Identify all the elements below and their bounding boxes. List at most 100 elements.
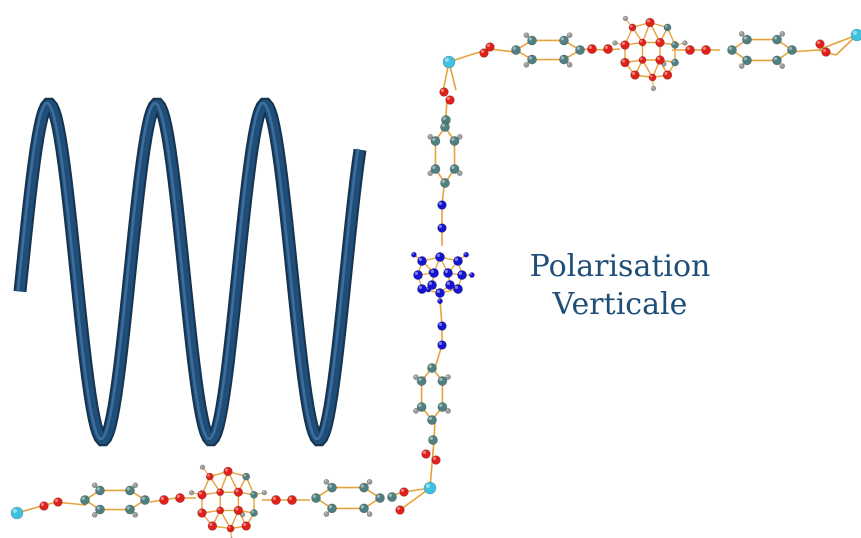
oxygen-atom (620, 40, 630, 50)
atom-shine (209, 522, 213, 527)
oxygen-atom (287, 495, 297, 505)
oxygen-atom (485, 42, 495, 52)
oxygen-atom (207, 521, 218, 531)
atom-shine (436, 289, 441, 294)
oxygen-atom (821, 47, 831, 57)
carbon-atom (95, 485, 105, 496)
carbon-atom (742, 34, 752, 45)
atom-shine (560, 56, 564, 60)
carbon-atom (527, 35, 537, 46)
atom-shine (412, 252, 414, 255)
atom-shine (728, 46, 732, 50)
atom-shine (739, 64, 742, 67)
atom-shine (438, 224, 442, 229)
carbon-atom (375, 493, 385, 503)
atom-shine (822, 48, 827, 52)
hydrogen-atom (412, 374, 419, 380)
atom-shine (324, 512, 327, 515)
atom-shine (198, 509, 203, 513)
oxygen-atom (226, 524, 235, 533)
carbon-atom (80, 495, 90, 505)
oxygen-atom (233, 487, 244, 497)
atom-shine (656, 39, 661, 43)
atom-shine (672, 59, 675, 63)
atom-shine (176, 494, 180, 499)
atom-shine (235, 507, 239, 511)
atom-shine (96, 487, 100, 491)
atom-shine (388, 493, 393, 498)
carbon-atom (440, 178, 450, 188)
nitrogen-atom (437, 298, 443, 304)
atom-shine (126, 487, 130, 491)
atom-shine (428, 281, 433, 286)
hydrogen-atom (132, 482, 139, 489)
atom-shine (567, 62, 570, 65)
nitrogen-atom (417, 256, 427, 266)
atom-shine (428, 171, 431, 174)
metal-atom (850, 28, 861, 42)
hydrogen-atom (566, 61, 573, 68)
atom-shine (438, 201, 442, 206)
carbon-atom (428, 435, 438, 445)
atom-shine (418, 257, 423, 262)
carbon-atom (416, 402, 427, 412)
atom-shine (639, 57, 643, 61)
carbon-atom (449, 164, 460, 174)
nitrogen-atom (453, 256, 463, 266)
atom-shine (743, 57, 747, 61)
metal-atom (423, 481, 437, 495)
atom-shine (458, 271, 463, 276)
nitrogen-atom (437, 321, 447, 331)
hydrogen-atom (650, 85, 657, 92)
metal-atom (10, 506, 24, 520)
bond (16, 501, 57, 514)
oxygen-atom (655, 37, 665, 48)
atom-shine (528, 37, 532, 41)
carbon-atom (140, 495, 150, 505)
atom-shine (12, 508, 17, 513)
atom-shine (228, 526, 231, 529)
atom-shine (426, 287, 429, 290)
oxygen-atom (399, 487, 409, 497)
oxygen-atom (630, 70, 640, 80)
atom-shine (621, 41, 626, 45)
atom-shine (446, 281, 451, 286)
oxygen-atom (216, 506, 225, 515)
oxygen-atom (620, 57, 630, 68)
oxygen-atom (685, 45, 695, 55)
oxygen-atom (479, 48, 489, 58)
atom-shine (272, 496, 277, 501)
bond (399, 487, 431, 511)
nitrogen-atom (437, 223, 447, 233)
atom-shine (400, 488, 404, 492)
atom-shine (457, 171, 460, 174)
oxygen-atom (421, 449, 431, 459)
oxygen-atom (638, 38, 647, 47)
carbon-atom (559, 35, 569, 46)
atom-shine (576, 46, 580, 50)
atom-shine (560, 37, 564, 41)
oxygen-atom (53, 497, 63, 507)
atom-shine (414, 271, 419, 276)
carbon-atom (327, 482, 337, 493)
atom-shine (189, 491, 192, 493)
atom-shine (604, 45, 608, 49)
nitrogen-atom (453, 284, 463, 294)
carbon-atom (387, 492, 397, 502)
caption-line-1: Polarisation (529, 249, 711, 284)
carbon-atom (311, 493, 321, 503)
atom-shine (288, 496, 293, 501)
carbon-atom (250, 509, 258, 517)
atom-shine (470, 273, 472, 275)
nitrogen-atom (457, 270, 467, 280)
atom-shine (512, 46, 516, 50)
carbon-atom (427, 363, 437, 373)
atom-shine (683, 41, 685, 43)
atom-shine (621, 59, 626, 63)
atom-shine (328, 505, 333, 509)
carbon-atom (427, 415, 437, 425)
carbon-atom (671, 58, 679, 67)
atom-shine (224, 468, 229, 472)
carbon-atom (772, 55, 782, 66)
